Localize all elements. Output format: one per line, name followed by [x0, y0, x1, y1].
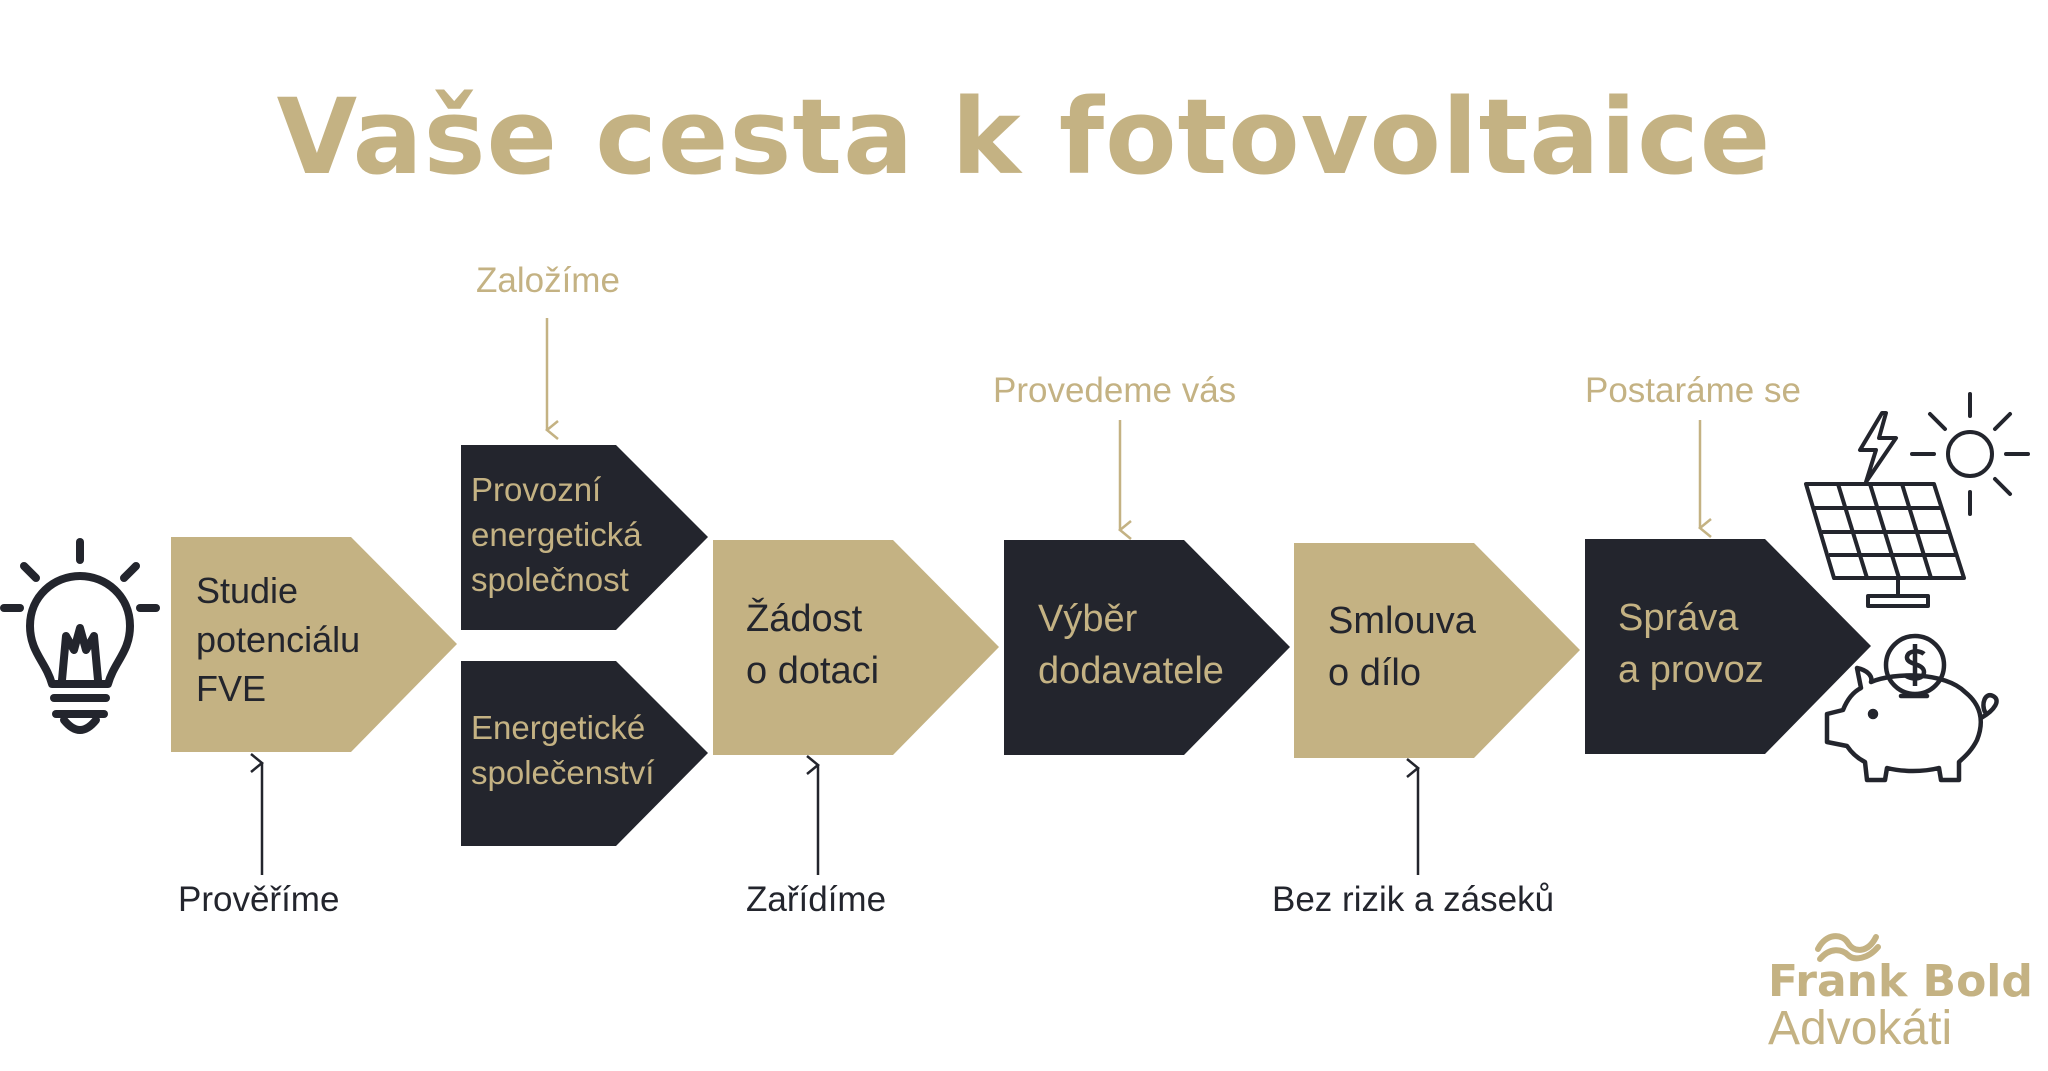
step-vyber-line: dodavatele [1038, 649, 1224, 692]
step-sprava-line: a provoz [1618, 648, 1764, 691]
logo-mark-icon [1815, 933, 1881, 962]
step-komunita-text: Energetické společenství [471, 706, 654, 796]
lightning-icon [1858, 411, 1898, 484]
step-smlouva-line: o dílo [1328, 651, 1421, 694]
page-title: Vaše cesta k fotovoltaice [276, 76, 1772, 198]
label-below-studie: Prověříme [178, 880, 340, 919]
step-komunita-line: Energetické [471, 709, 646, 746]
sun-icon [1910, 392, 2030, 516]
step-smlouva-shape [1294, 543, 1580, 758]
logo-subtitle: Advokáti [1768, 1002, 1953, 1055]
step-provozni-line: Provozní [471, 471, 602, 508]
step-studie-shape [171, 537, 457, 752]
step-studie-line: Studie [196, 570, 299, 611]
step-studie-line: potenciálu [196, 618, 361, 660]
step-vyber-text: Výběr dodavatele [1038, 594, 1224, 697]
logo-brand: Frank Bold [1768, 956, 2033, 1007]
step-sprava-text: Správa a provoz [1618, 593, 1764, 696]
step-smlouva-text: Smlouva o dílo [1328, 596, 1476, 699]
step-provozni-line: energetická [471, 515, 642, 553]
step-komunita-line: společenství [471, 753, 655, 791]
step-studie-line: FVE [196, 667, 267, 709]
lightbulb-icon [0, 538, 160, 734]
step-komunita-shape [461, 661, 708, 846]
step-vyber-shape [1004, 540, 1290, 755]
step-smlouva-line: Smlouva [1328, 600, 1476, 642]
step-studie-text: Studie potenciálu FVE [196, 567, 360, 714]
step-vyber-line: Výběr [1038, 598, 1138, 640]
step-zadost-line: o dotaci [746, 649, 880, 692]
step-zadost-text: Žádost o dotaci [746, 594, 879, 697]
label-above-vyber: Provedeme vás [993, 371, 1237, 410]
coin-icon [1883, 633, 1947, 697]
step-zadost-line: Žádost [746, 598, 863, 640]
label-above-provozni: Založíme [476, 261, 620, 300]
step-provozni-shape [461, 445, 708, 630]
step-provozni-text: Provozní energetická společnost [471, 468, 642, 603]
label-below-smlouva: Bez rizik a záseků [1272, 880, 1555, 919]
solar-panel-icon [1804, 482, 1966, 608]
label-above-sprava: Postaráme se [1585, 371, 1801, 410]
step-zadost-shape [713, 540, 999, 755]
step-sprava-line: Správa [1618, 597, 1739, 639]
step-sprava-shape [1585, 539, 1871, 754]
label-below-zadost: Zařídíme [746, 880, 887, 919]
step-provozni-line: společnost [471, 560, 629, 598]
